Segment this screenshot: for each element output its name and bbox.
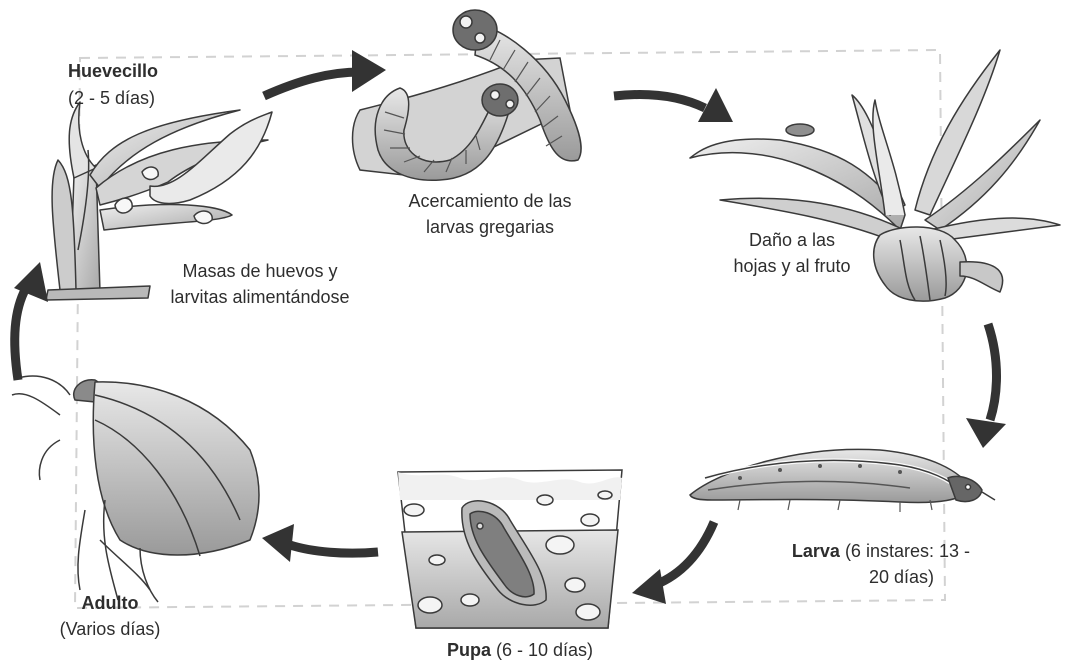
egg-mass-note: Masas de huevos y larvitas alimentándose [140, 258, 380, 310]
pupa-in-soil-icon [398, 470, 622, 628]
gregarious-note-line2: larvas gregarias [380, 214, 600, 240]
gregarious-note-line1: Acercamiento de las [380, 188, 600, 214]
egg-stage-duration: (2 - 5 días) [68, 85, 155, 111]
damage-note: Daño a las hojas y al fruto [712, 227, 872, 279]
arrow-adult-to-egg [15, 288, 26, 380]
arrow-larva-to-pupa [655, 522, 714, 585]
larva-icon [690, 449, 995, 512]
egg-mass-note-line2: larvitas alimentándose [140, 284, 380, 310]
larva-stage-label: Larva (6 instares: 13 - 20 días) [770, 538, 970, 590]
larva-stage-name: Larva [792, 541, 840, 561]
adult-stage-label: Adulto (Varios días) [40, 590, 180, 642]
egg-stage-name: Huevecillo [68, 61, 158, 81]
gregarious-larvae-icon [353, 10, 582, 180]
larva-stage-line1: Larva (6 instares: 13 - [770, 538, 970, 564]
pupa-stage-duration: (6 - 10 días) [496, 640, 593, 660]
arrow-gregarious-to-damage [614, 95, 705, 109]
arrow-pupa-to-adult [290, 545, 378, 553]
arrow-damage-to-larva [988, 324, 997, 420]
adult-stage-name: Adulto [82, 593, 139, 613]
pupa-stage-label: Pupa (6 - 10 días) [400, 637, 640, 663]
larva-stage-duration-line1: (6 instares: 13 - [845, 541, 970, 561]
adult-stage-duration: (Varios días) [40, 616, 180, 642]
larva-stage-duration-line2: 20 días) [770, 564, 970, 590]
gregarious-note: Acercamiento de las larvas gregarias [380, 188, 600, 240]
damage-note-line2: hojas y al fruto [712, 253, 872, 279]
damage-note-line1: Daño a las [712, 227, 872, 253]
adult-moth-icon [12, 376, 259, 602]
arrow-egg-to-gregarious [264, 72, 360, 96]
egg-mass-note-line1: Masas de huevos y [140, 258, 380, 284]
egg-stage-label: Huevecillo [68, 58, 158, 84]
pupa-stage-name: Pupa [447, 640, 491, 660]
